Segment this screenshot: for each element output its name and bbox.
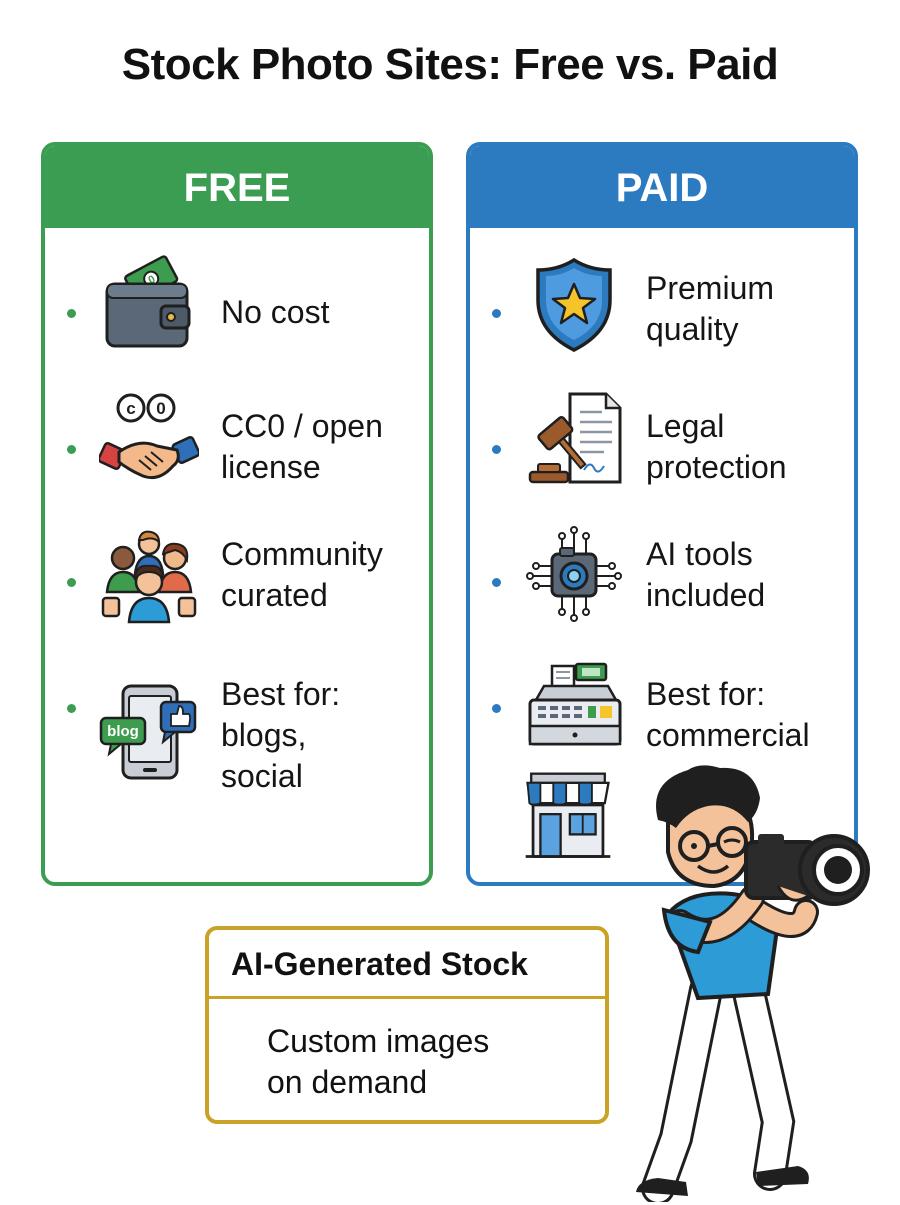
ai-box-text: Custom images on demand bbox=[267, 1023, 490, 1100]
storefront-icon bbox=[525, 772, 611, 858]
free-item-label: No cost bbox=[221, 294, 330, 330]
gavel-contract-icon bbox=[528, 392, 622, 484]
ai-camera-icon bbox=[526, 526, 622, 622]
free-item-label: Best for: blogs, social bbox=[221, 676, 341, 794]
paid-item-label: AI tools included bbox=[646, 536, 766, 613]
free-item-label: Community curated bbox=[221, 536, 383, 613]
paid-item-label: Best for: commercial bbox=[646, 676, 810, 753]
cash-register-icon bbox=[528, 662, 622, 746]
svg-text:0: 0 bbox=[146, 273, 157, 286]
community-icon bbox=[101, 530, 197, 624]
paid-card: PAID Premium quality Legal protection bbox=[466, 142, 858, 886]
photographer-icon bbox=[636, 765, 870, 1202]
paid-item-label: Legal protection bbox=[646, 408, 787, 485]
svg-text:c: c bbox=[126, 399, 135, 418]
paid-header: PAID bbox=[470, 146, 854, 228]
bullet bbox=[492, 704, 501, 713]
free-item-label: CC0 / open license bbox=[221, 408, 383, 485]
bullet bbox=[492, 578, 501, 587]
ai-box-title: AI-Generated Stock bbox=[209, 930, 605, 999]
bullet bbox=[67, 445, 76, 454]
shield-star-icon bbox=[536, 257, 612, 352]
bullet bbox=[492, 309, 501, 318]
free-header: FREE bbox=[45, 146, 429, 228]
ai-generated-stock-box: AI-Generated Stock Custom images on dema… bbox=[205, 926, 609, 1124]
handshake-icon: c 0 bbox=[99, 393, 199, 480]
bullet bbox=[67, 309, 76, 318]
bullet bbox=[67, 704, 76, 713]
bullet bbox=[67, 578, 76, 587]
bullet bbox=[492, 445, 501, 454]
svg-text:0: 0 bbox=[156, 399, 165, 418]
paid-item-label: Premium quality bbox=[646, 270, 775, 347]
free-card: FREE 0 No cost c 0 CC0 / open bbox=[41, 142, 433, 886]
wallet-icon: 0 bbox=[105, 255, 191, 348]
svg-text:blog: blog bbox=[107, 723, 139, 740]
page-title: Stock Photo Sites: Free vs. Paid bbox=[121, 40, 779, 89]
phone-blog-icon: blog bbox=[99, 684, 197, 780]
